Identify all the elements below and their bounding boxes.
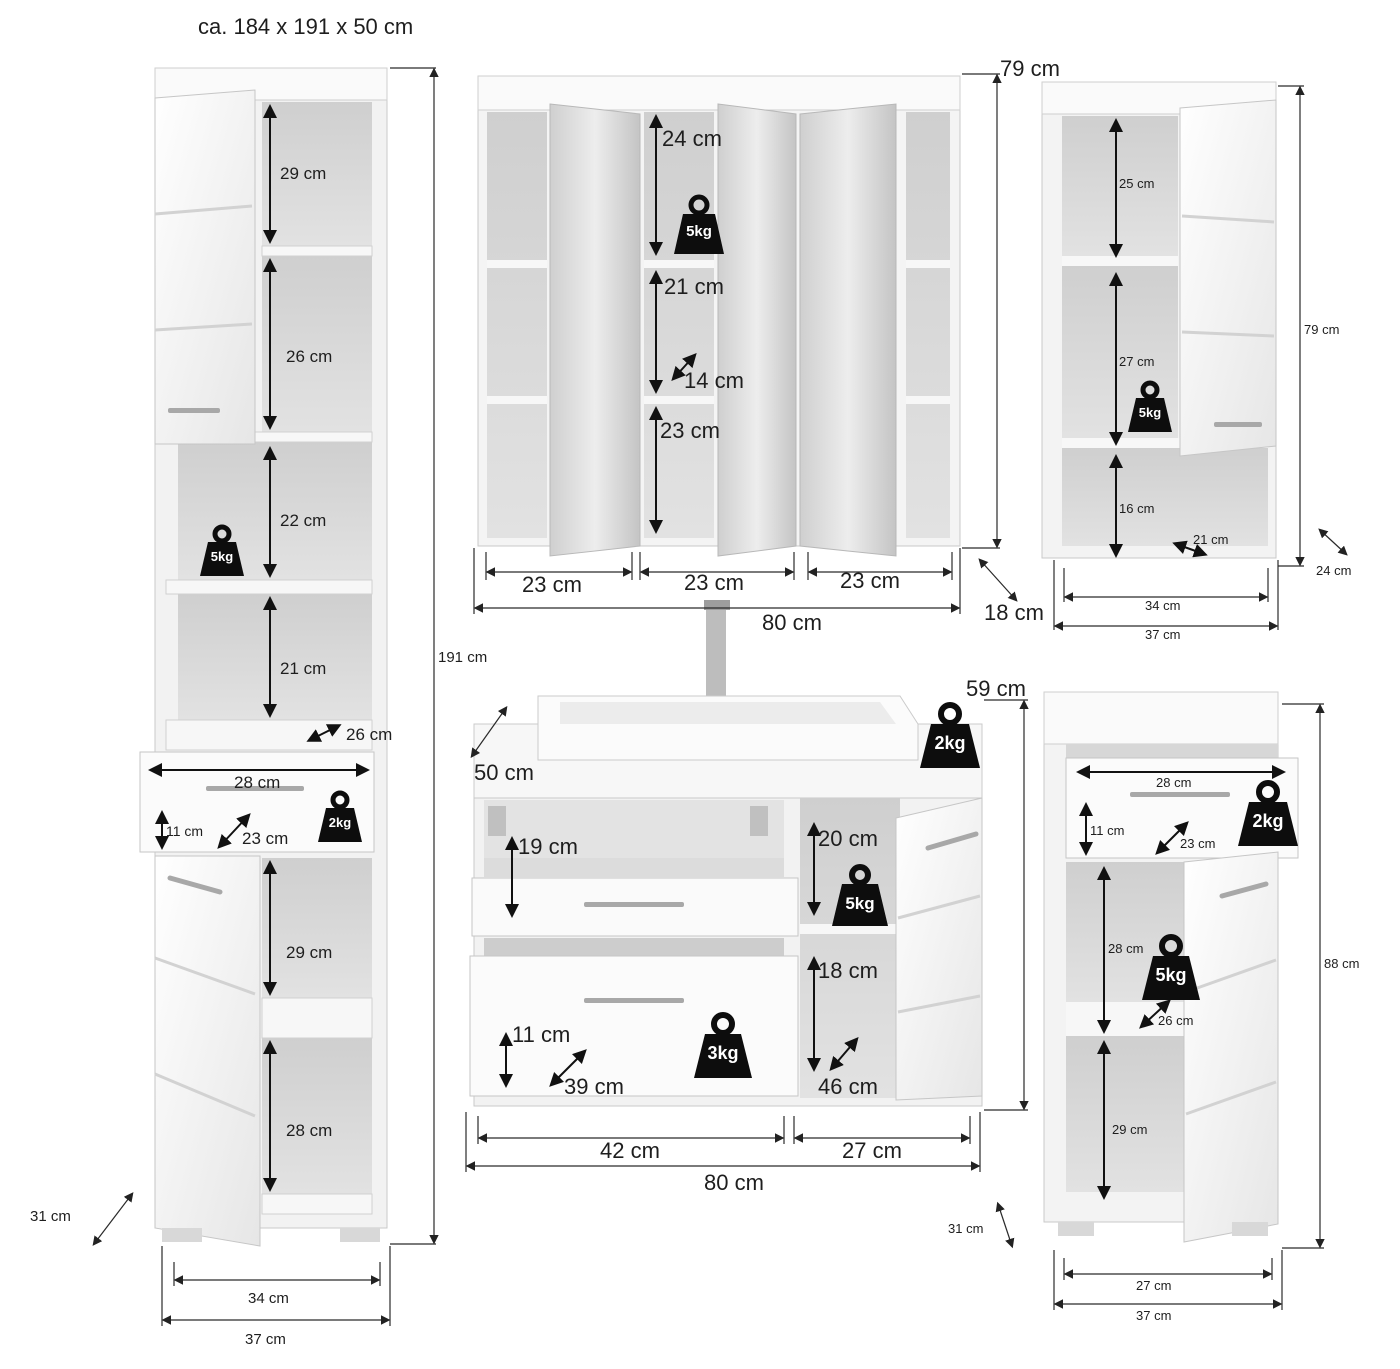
low-cabinet-inner-width-label: 27 cm [1136,1278,1172,1293]
vanity-width-label: 80 cm [704,1170,764,1195]
low-weight-label-1: 2kg [1252,811,1284,831]
mirror-cabinet-depth-label: 18 cm [984,600,1044,625]
mirror-shelf-depth: 14 cm [684,368,744,393]
low-cabinet-depth-label: 31 cm [948,1221,984,1236]
mirror-shelf-height-1: 24 cm [662,126,722,151]
low-cabinet-height-label: 88 cm [1324,956,1360,971]
vanity-depth-label: 50 cm [474,760,534,785]
wall-shelf-height-2: 27 cm [1119,354,1155,369]
low-shelf-depth: 26 cm [1158,1013,1194,1028]
weight-icon: 2kg [316,790,364,842]
mirror-compartment-width-1: 23 cm [522,572,582,597]
tall-shelf-depth: 26 cm [346,725,393,744]
tall-cabinet-inner-width-label: 34 cm [248,1290,289,1307]
mirror-shelf-height-2: 21 cm [664,274,724,299]
vanity-shelf-depth: 46 cm [818,1074,878,1099]
weight-icon: 5kg [198,524,246,576]
tall-cabinet-drawing [139,67,388,1247]
vanity-shelf-height-2: 18 cm [818,958,878,983]
weight-icon: 2kg [918,702,982,768]
weight-icon: 5kg [1140,934,1202,1000]
wall-cabinet-drawing [1041,81,1277,559]
mirror-compartment-width-2: 23 cm [684,570,744,595]
vanity-drawer-section-width: 42 cm [600,1138,660,1163]
wall-shelf-height-3: 16 cm [1119,501,1155,516]
wall-weight-label: 5kg [1138,405,1162,420]
vanity-drawing [469,695,983,1107]
tall-shelf-height-1: 29 cm [280,164,327,183]
wall-shelf-height-1: 25 cm [1119,176,1155,191]
tall-drawer-height: 11 cm [166,823,204,839]
vanity-weight-label-3: 3kg [707,1043,739,1063]
vanity-side-section-width: 27 cm [842,1138,902,1163]
mirror-cabinet-drawing [477,75,961,698]
weight-icon: 2kg [1236,780,1300,846]
wall-cabinet-height-label: 79 cm [1304,322,1340,337]
vanity-weight-label-1: 2kg [934,733,966,753]
interior-arrows [148,104,1286,1200]
low-shelf-height-1: 28 cm [1108,941,1144,956]
tall-shelf-height-6: 28 cm [286,1121,333,1140]
weight-icon: 5kg [1126,380,1174,432]
wall-cabinet-inner-width-label: 34 cm [1145,598,1181,613]
overall-dimensions-title: ca. 184 x 191 x 50 cm [198,14,414,39]
tall-drawer-width: 28 cm [234,773,281,792]
vanity-height-label: 59 cm [966,676,1026,701]
mirror-shelf-height-3: 23 cm [660,418,720,443]
wall-cabinet-depth-label: 24 cm [1316,563,1352,578]
vanity-drawer-depth: 39 cm [564,1074,624,1099]
tall-cabinet-outer-width-label: 37 cm [245,1331,286,1348]
low-drawer-width: 28 cm [1156,775,1192,790]
mirror-compartment-width-3: 23 cm [840,568,900,593]
dimension-lines [92,67,1348,1326]
tall-shelf-height-2: 26 cm [286,347,333,366]
weight-icon: 5kg [830,864,890,926]
weight-icon: 5kg [672,194,726,254]
tall-cabinet-height-label: 191 cm [438,649,488,666]
tall-shelf-height-5: 29 cm [286,943,333,962]
vanity-bottom-drawer-height: 11 cm [512,1022,571,1047]
mirror-weight-label: 5kg [686,223,712,240]
mirror-cabinet-width-label: 80 cm [762,610,822,635]
low-cabinet-outer-width-label: 37 cm [1136,1308,1172,1323]
vanity-weight-label-2: 5kg [845,894,875,913]
low-shelf-height-2: 29 cm [1112,1122,1148,1137]
tall-drawer-depth: 23 cm [242,829,289,848]
tall-shelf-height-4: 21 cm [280,659,327,678]
tall-weight-label-2: 2kg [328,815,352,830]
weight-icon: 3kg [692,1012,754,1078]
tall-shelf-height-3: 22 cm [280,511,327,530]
tall-cabinet-depth-label: 31 cm [30,1208,71,1225]
vanity-top-drawer-height: 19 cm [518,834,578,859]
low-drawer-depth: 23 cm [1180,836,1216,851]
mirror-cabinet-height-label: 79 cm [1000,56,1060,81]
tall-weight-label-1: 5kg [210,549,234,564]
low-weight-label-2: 5kg [1155,965,1187,985]
vanity-shelf-height-1: 20 cm [818,826,878,851]
wall-shelf-depth: 21 cm [1193,532,1229,547]
wall-cabinet-outer-width-label: 37 cm [1145,627,1181,642]
low-drawer-height: 11 cm [1090,823,1125,838]
